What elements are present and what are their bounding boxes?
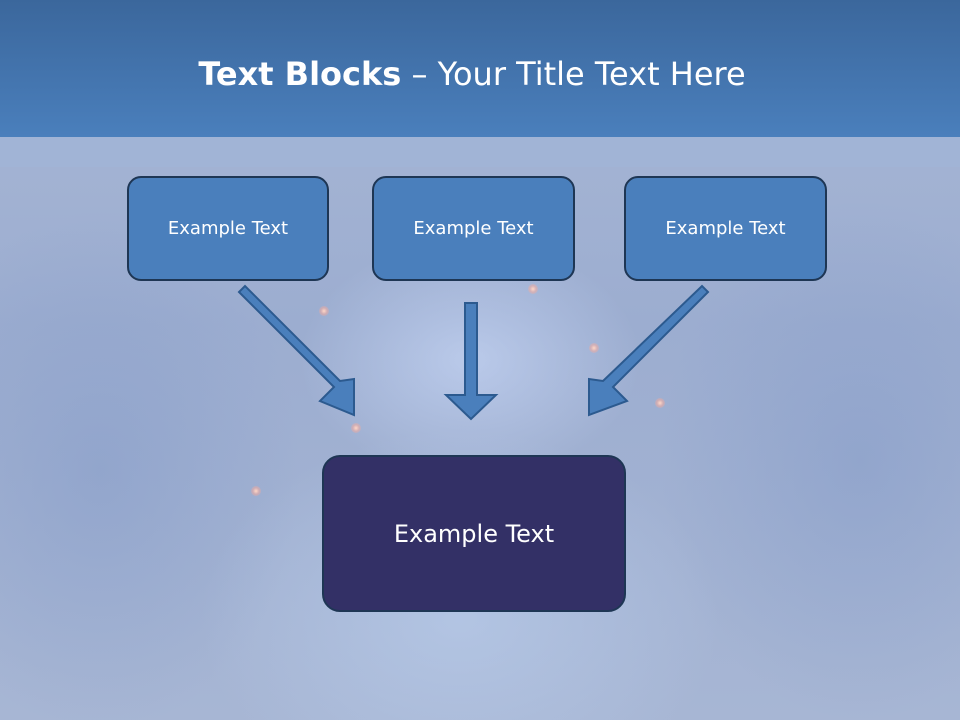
text-block-center[interactable]: Example Text [372,176,575,281]
glow-dot [528,284,538,294]
slide-title-bold: Text Blocks [198,55,402,93]
glow-dot [251,486,261,496]
title-bar [0,0,960,137]
arrow-down-left-icon[interactable] [588,284,710,417]
glow-dot [319,306,329,316]
title-bar-band [0,137,960,167]
text-block-left[interactable]: Example Text [127,176,329,281]
glow-dot [655,398,665,408]
arrow-down-right-icon[interactable] [237,284,355,417]
text-block-main[interactable]: Example Text [322,455,626,612]
text-block-left-label: Example Text [167,218,289,239]
arrow-down-icon[interactable] [443,302,499,421]
text-block-right-label: Example Text [665,218,786,239]
text-block-main-label: Example Text [393,519,555,548]
slide-title-rest: – Your Title Text Here [401,55,746,93]
text-block-center-label: Example Text [413,218,534,239]
text-block-right[interactable]: Example Text [624,176,827,281]
glow-dot [589,343,599,353]
slide-title: Text Blocks – Your Title Text Here [0,52,944,96]
glow-dot [351,423,361,433]
